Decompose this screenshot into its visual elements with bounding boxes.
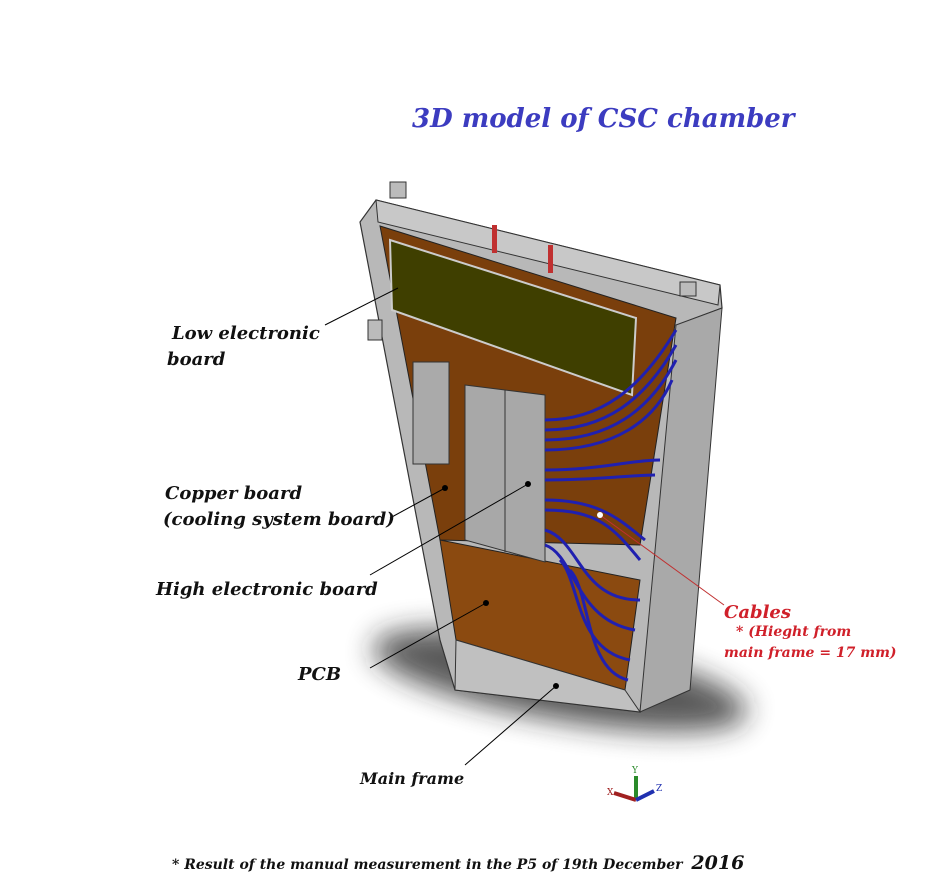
cables xyxy=(544,329,678,682)
svg-text:Y: Y xyxy=(631,766,639,776)
axis-triad-icon: Y X Z xyxy=(607,766,662,802)
low-electronic-board xyxy=(388,238,638,397)
label-main-frame: Main frame xyxy=(360,769,465,788)
svg-text:Z: Z xyxy=(656,784,662,794)
footnote: * Result of the manual measurement in th… xyxy=(172,850,744,878)
label-cables-note-2: main frame = 17 mm) xyxy=(724,645,897,661)
connector xyxy=(492,225,497,253)
label-high-board: High electronic board xyxy=(156,579,378,600)
small-board xyxy=(412,361,450,465)
svg-text:X: X xyxy=(607,788,614,798)
frame-tab xyxy=(679,281,697,297)
label-low-board-1: Low electronic xyxy=(172,323,320,344)
label-copper-board-note: (cooling system board) xyxy=(163,509,395,530)
label-low-board-2: board xyxy=(167,349,226,370)
footnote-year: 2016 xyxy=(691,852,745,874)
connector xyxy=(548,245,553,273)
frame-tab xyxy=(367,319,383,341)
frame-tab xyxy=(389,181,407,199)
label-cables: Cables xyxy=(724,602,791,623)
label-copper-board: Copper board xyxy=(165,483,303,504)
footnote-text: * Result of the manual measurement in th… xyxy=(172,857,683,873)
diagram-title: 3D model of CSC chamber xyxy=(412,104,795,134)
label-pcb: PCB xyxy=(298,664,342,685)
label-cables-note-1: * (Hieght from xyxy=(736,624,852,640)
frame-right-bar xyxy=(639,307,723,713)
